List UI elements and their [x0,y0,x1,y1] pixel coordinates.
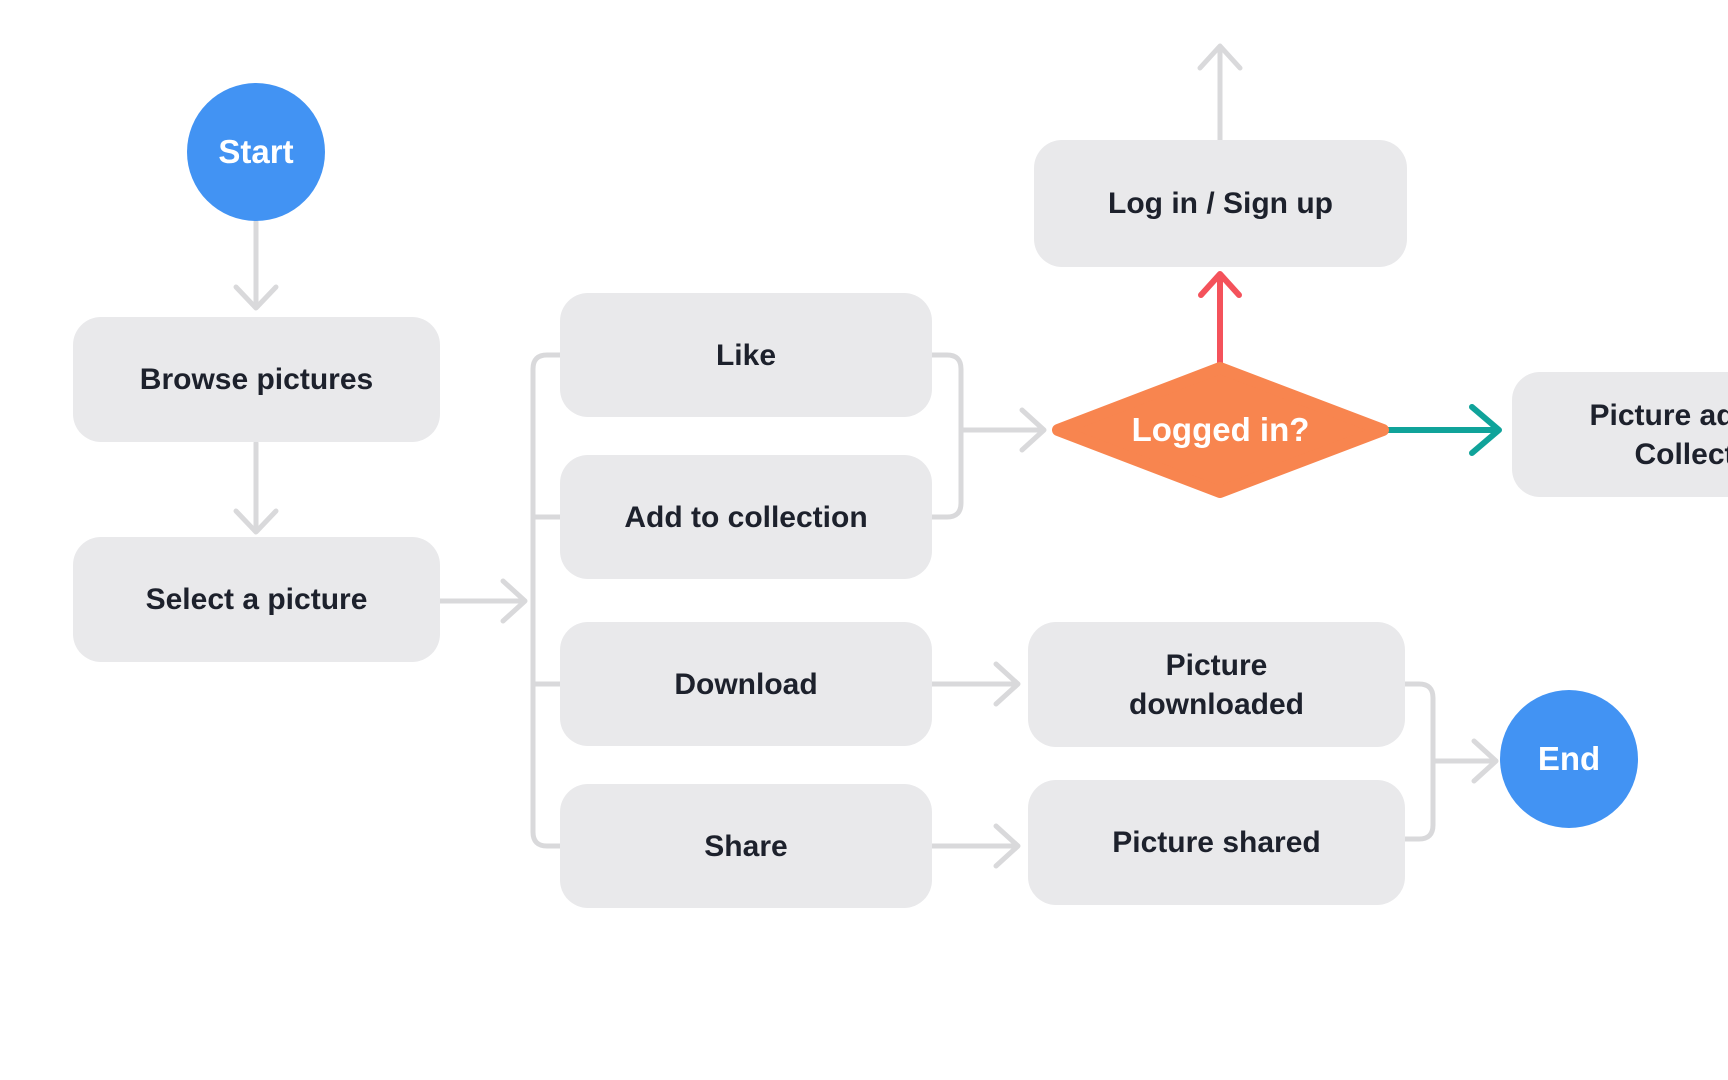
end-node[interactable]: End [1500,690,1638,828]
edge-start-browse [233,219,279,311]
browse-pictures-node[interactable]: Browse pictures [73,317,440,442]
picture-downloaded-node[interactable]: Picture downloaded [1028,622,1405,747]
login-signup-node[interactable]: Log in / Sign up [1034,140,1407,267]
logged-in-label: Logged in? [1131,411,1310,448]
download-node[interactable]: Download [560,622,932,746]
login-signup-label: Log in / Sign up [1108,187,1333,220]
picture-downloaded-label: Picture downloaded [1129,648,1304,721]
edge-like-add-to-decision [929,352,1047,520]
edge-decision-login [1198,271,1242,366]
share-label: Share [704,829,788,863]
edge-share-shared [929,823,1021,869]
like-label: Like [715,338,777,372]
add-to-collection-label: Add to collection [624,500,868,534]
edge-branch-spine [530,352,563,849]
edge-results-end [1402,681,1499,842]
edge-browse-select [233,440,279,535]
start-node[interactable]: Start [187,83,325,221]
logged-in-node: Logged in? [1050,362,1391,498]
picture-shared-label: Picture shared [1112,826,1321,859]
like-node[interactable]: Like [560,293,932,417]
picture-added-node[interactable]: Picture added to Collection [1512,372,1728,497]
decision-diamond[interactable] [1052,362,1389,498]
select-a-picture-label: Select a picture [145,583,368,616]
edge-login-offscreen [1197,43,1243,143]
edge-download-downloaded [929,661,1021,707]
edge-select-branch [437,578,528,624]
end-label: End [1537,740,1601,777]
picture-added-label: Picture added to Collection [1589,398,1728,471]
browse-pictures-label: Browse pictures [139,363,374,396]
select-a-picture-node[interactable]: Select a picture [73,537,440,662]
edge-decision-added [1385,404,1502,456]
picture-shared-node[interactable]: Picture shared [1028,780,1405,905]
add-to-collection-node[interactable]: Add to collection [560,455,932,579]
start-label: Start [218,133,294,170]
logged-in-decision-shape[interactable] [1050,362,1391,498]
download-label: Download [674,667,818,701]
share-node[interactable]: Share [560,784,932,908]
